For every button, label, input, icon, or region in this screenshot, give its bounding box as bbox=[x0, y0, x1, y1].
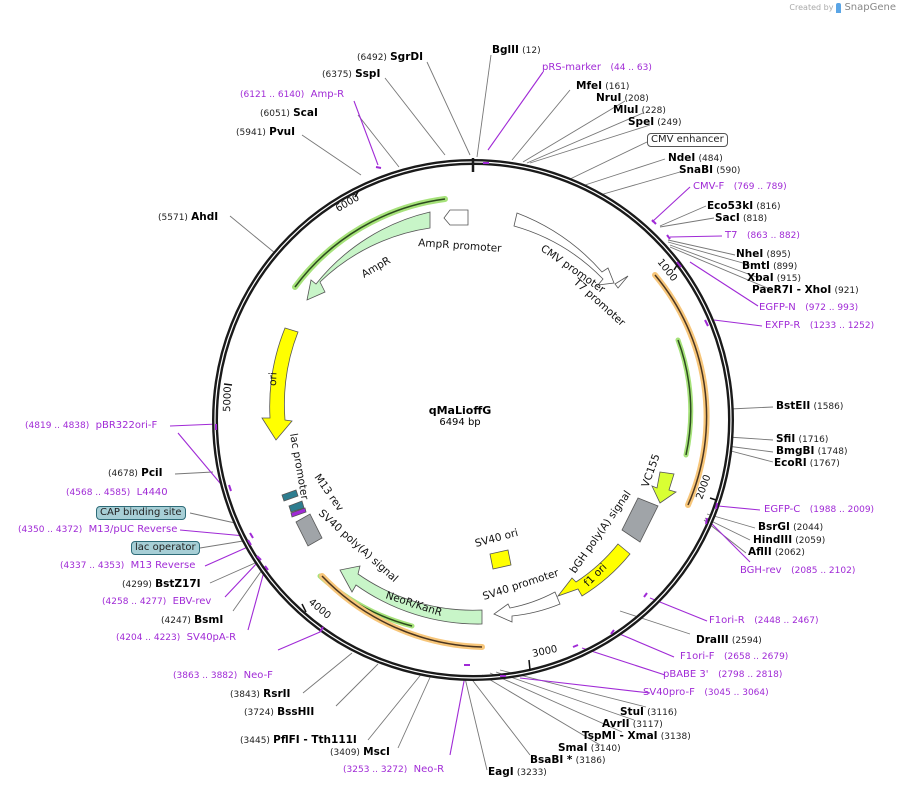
enzyme-label[interactable]: HindIII (2059) bbox=[753, 534, 826, 546]
enzyme-label[interactable]: EcoRI (1767) bbox=[774, 457, 840, 469]
plasmid-backbone bbox=[212, 158, 734, 681]
enzyme-label[interactable]: (4678) PciI bbox=[108, 467, 163, 479]
enzyme-label[interactable]: BsrGI (2044) bbox=[758, 521, 824, 533]
primer-label[interactable]: (6121 .. 6140) Amp-R bbox=[240, 89, 345, 100]
tick-5000: 5000 bbox=[222, 386, 234, 412]
enzyme-label[interactable]: NdeI (484) bbox=[668, 152, 723, 164]
primer-label[interactable]: T7 (863 .. 882) bbox=[725, 230, 800, 241]
label-sv40-ori: SV40 ori bbox=[474, 527, 520, 550]
enzyme-label[interactable]: (3409) MscI bbox=[330, 746, 390, 758]
enzyme-label[interactable]: MfeI (161) bbox=[576, 80, 630, 92]
enzyme-label[interactable]: SnaBI (590) bbox=[679, 164, 741, 176]
enzyme-label[interactable]: EagI (3233) bbox=[488, 766, 547, 778]
primer-label[interactable]: (4568 .. 4585) L4440 bbox=[66, 487, 168, 498]
primer-label[interactable]: BGH-rev (2085 .. 2102) bbox=[740, 565, 856, 576]
enzyme-label[interactable]: TspMI - XmaI (3138) bbox=[582, 730, 691, 742]
label-m13-rev: M13 rev bbox=[312, 472, 346, 514]
enzyme-label[interactable]: BsaBI * (3186) bbox=[530, 754, 606, 766]
ori-arrow bbox=[261, 327, 299, 441]
enzyme-label[interactable]: BstEII (1586) bbox=[776, 400, 844, 412]
enzyme-label[interactable]: SacI (818) bbox=[715, 212, 768, 224]
enzyme-label[interactable]: (5941) PvuI bbox=[236, 126, 296, 138]
enzyme-label[interactable]: AflII (2062) bbox=[748, 546, 805, 558]
enzyme-label[interactable]: MluI (228) bbox=[613, 104, 666, 116]
enzyme-label[interactable]: NruI (208) bbox=[596, 92, 649, 104]
primer-label[interactable]: (4819 .. 4838) pBR322ori-F bbox=[25, 420, 158, 431]
primer-label[interactable]: (3863 .. 3882) Neo-F bbox=[173, 670, 273, 681]
enzyme-label[interactable]: (3724) BssHII bbox=[244, 706, 315, 718]
primer-label[interactable]: pBABE 3' (2798 .. 2818) bbox=[663, 669, 783, 680]
primer-label[interactable]: CMV-F (769 .. 789) bbox=[693, 181, 787, 192]
primer-label[interactable]: (4350 .. 4372) M13/pUC Reverse bbox=[18, 524, 178, 535]
feature-arrows bbox=[261, 209, 677, 625]
enzyme-label[interactable]: SfiI (1716) bbox=[776, 433, 829, 445]
lac-operator-label[interactable]: lac operator bbox=[131, 541, 200, 555]
enzyme-label[interactable]: PaeR7I - XhoI (921) bbox=[752, 284, 859, 296]
lac-operator-block bbox=[281, 489, 299, 502]
enzyme-label[interactable]: XbaI (915) bbox=[747, 272, 801, 284]
primer-label[interactable]: (4258 .. 4277) EBV-rev bbox=[102, 596, 212, 607]
vc155-arrow bbox=[651, 471, 677, 504]
enzyme-label[interactable]: (3843) RsrII bbox=[230, 688, 291, 700]
enzyme-label[interactable]: DraIII (2594) bbox=[696, 634, 762, 646]
primer-label[interactable]: EXFP-R (1233 .. 1252) bbox=[765, 320, 875, 331]
f1-ori-arrow bbox=[556, 543, 631, 597]
label-ampr-promoter: AmpR promoter bbox=[418, 237, 503, 255]
plasmid-name: qMaLioffG bbox=[428, 404, 492, 417]
ampr-promoter-arrow bbox=[443, 209, 469, 226]
primer-label[interactable]: (4337 .. 4353) M13 Reverse bbox=[60, 560, 196, 571]
snapgene-logo-icon bbox=[836, 2, 842, 13]
label-ori: ori bbox=[267, 372, 279, 386]
enzyme-label[interactable]: StuI (3116) bbox=[620, 706, 678, 718]
credit-brand: SnapGene bbox=[844, 2, 896, 13]
m13-rev-block bbox=[290, 507, 307, 518]
enzyme-label[interactable]: AvrII (3117) bbox=[602, 718, 663, 730]
plasmid-title: qMaLioffG 6494 bp bbox=[400, 404, 520, 428]
enzyme-label[interactable]: (4299) BstZ17I bbox=[122, 578, 201, 590]
neor-arrow bbox=[339, 565, 483, 625]
tick-3000: 3000 bbox=[531, 644, 558, 660]
cmv-enhancer-label[interactable]: CMV enhancer bbox=[647, 133, 728, 147]
enzyme-label[interactable]: (6492) SgrDI bbox=[357, 51, 424, 63]
primer-label[interactable]: pRS-marker (44 .. 63) bbox=[542, 62, 652, 73]
credit-prefix: Created by bbox=[789, 3, 834, 12]
enzyme-label[interactable]: (6051) ScaI bbox=[260, 107, 318, 119]
primer-label[interactable]: SV40pro-F (3045 .. 3064) bbox=[643, 687, 769, 698]
enzyme-label[interactable]: BglII (12) bbox=[492, 44, 541, 56]
primer-leader-lines bbox=[169, 71, 763, 756]
cap-binding-site-label[interactable]: CAP binding site bbox=[96, 506, 186, 520]
sv40-polya-block bbox=[295, 513, 323, 547]
enzyme-leader-lines bbox=[174, 54, 774, 771]
primer-marks bbox=[215, 162, 718, 677]
enzyme-label[interactable]: NheI (895) bbox=[736, 248, 791, 260]
enzyme-label[interactable]: BmgBI (1748) bbox=[776, 445, 848, 457]
primer-label[interactable]: F1ori-F (2658 .. 2679) bbox=[680, 651, 789, 662]
primer-label[interactable]: EGFP-C (1988 .. 2009) bbox=[764, 504, 875, 515]
primer-label[interactable]: EGFP-N (972 .. 993) bbox=[759, 302, 859, 313]
enzyme-label[interactable]: BmtI (899) bbox=[742, 260, 798, 272]
primer-label[interactable]: (3253 .. 3272) Neo-R bbox=[343, 764, 445, 775]
enzyme-label[interactable]: (5571) AhdI bbox=[158, 211, 219, 223]
label-lac-promoter: lac promoter bbox=[287, 432, 311, 501]
ampr-arrow bbox=[306, 211, 431, 301]
cmv-promoter-arrow bbox=[513, 212, 615, 286]
snapgene-credit: Created by SnapGene bbox=[789, 2, 896, 13]
enzyme-label[interactable]: SpeI (249) bbox=[628, 116, 682, 128]
t7-promoter-arrow bbox=[614, 275, 629, 289]
scale-ticks: 1000 2000 3000 4000 5000 6000 bbox=[222, 189, 717, 671]
sv40-promoter-arrow bbox=[493, 591, 561, 623]
enzyme-label[interactable]: SmaI (3140) bbox=[558, 742, 621, 754]
enzyme-label[interactable]: (6375) SspI bbox=[322, 68, 381, 80]
plasmid-length: 6494 bp bbox=[439, 417, 481, 428]
bgh-polya-block bbox=[621, 497, 659, 543]
label-ampr: AmpR bbox=[360, 255, 393, 281]
sv40-ori-block bbox=[489, 549, 512, 570]
enzyme-label[interactable]: (3445) PflFI - Tth111I bbox=[240, 734, 357, 746]
enzyme-label[interactable]: Eco53kI (816) bbox=[707, 200, 781, 212]
primer-label[interactable]: F1ori-R (2448 .. 2467) bbox=[709, 615, 819, 626]
primer-label[interactable]: (4204 .. 4223) SV40pA-R bbox=[116, 632, 237, 643]
enzyme-label[interactable]: (4247) BsmI bbox=[161, 614, 224, 626]
orf-indicators bbox=[292, 196, 710, 650]
